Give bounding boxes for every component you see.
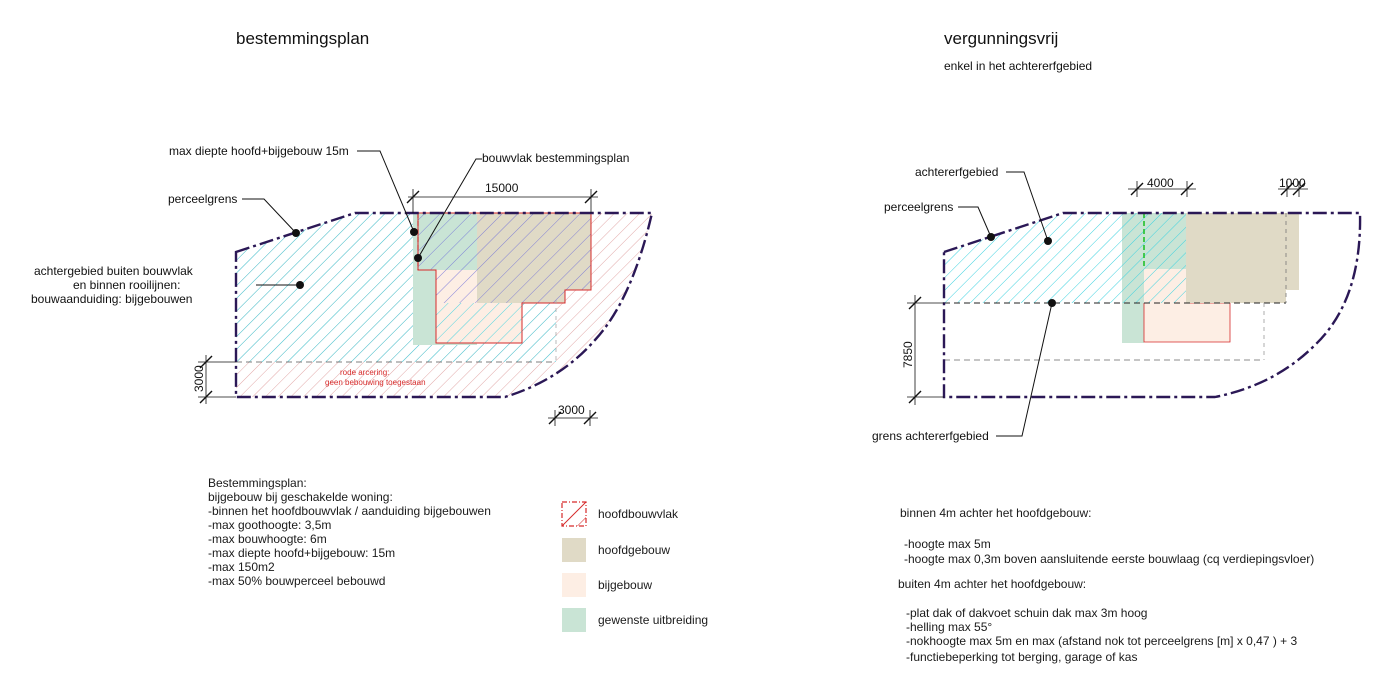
legend-item-bijgebouw: bijgebouw <box>562 573 652 597</box>
dim-4000: 4000 <box>1128 176 1196 197</box>
label-bouwvlak: bouwvlak bestemmingsplan <box>482 151 629 165</box>
rule-line: -max goothoogte: 3,5m <box>208 518 331 532</box>
label-achtergebied-3: bouwaanduiding: bijgebouwen <box>31 292 192 306</box>
dim-15000-label: 15000 <box>485 181 519 195</box>
dim-1000: 1000 <box>1278 176 1308 197</box>
right-rules: binnen 4m achter het hoofdgebouw: -hoogt… <box>898 506 1314 664</box>
rule-line: -max 150m2 <box>208 560 275 574</box>
right-plot <box>942 211 1362 399</box>
right-leaders <box>958 171 1053 437</box>
legend-label: hoofdgebouw <box>598 543 670 557</box>
rule-line: Bestemmingsplan: <box>208 476 307 490</box>
outside-heading: buiten 4m achter het hoofdgebouw: <box>898 577 1086 591</box>
dim-3000-left: 3000 <box>192 355 236 404</box>
rule-line: -max diepte hoofd+bijgebouw: 15m <box>208 546 395 560</box>
rule-line: -hoogte max 5m <box>904 537 991 551</box>
dim-3000-bottom-label: 3000 <box>558 403 585 417</box>
hoofdbouwvlak-outline <box>417 212 592 344</box>
dim-3000-bottom: 3000 <box>548 403 598 426</box>
rule-line: -functiebeperking tot berging, garage of… <box>906 650 1137 664</box>
rule-line: -helling max 55° <box>906 620 992 634</box>
dim-3000-left-label: 3000 <box>192 365 206 392</box>
within-heading: binnen 4m achter het hoofdgebouw: <box>900 506 1091 520</box>
legend-label: gewenste uitbreiding <box>598 613 708 627</box>
label-grens-achtererfgebied: grens achtererfgebied <box>872 429 989 443</box>
right-annex-hatch <box>1144 269 1186 303</box>
annex-cyan-hatch <box>436 303 522 343</box>
rule-line: bijgebouw bij geschakelde woning: <box>208 490 393 504</box>
rule-line: -max 50% bouwperceel bebouwd <box>208 574 385 588</box>
left-leader-dots <box>292 228 422 289</box>
left-plot-boundary <box>234 211 654 399</box>
left-title: bestemmingsplan <box>236 29 369 48</box>
label-perceelgrens-right: perceelgrens <box>884 200 953 214</box>
label-achtergebied-2: en binnen rooilijnen: <box>73 278 180 292</box>
left-rules: Bestemmingsplan: bijgebouw bij geschakel… <box>208 476 491 588</box>
rule-line: -plat dak of dakvoet schuin dak max 3m h… <box>906 606 1147 620</box>
legend-label: hoofdbouwvlak <box>598 507 679 521</box>
dim-4000-label: 4000 <box>1147 176 1174 190</box>
bouwvlak-hatch <box>418 213 591 303</box>
rule-line: -binnen het hoofdbouwvlak / aanduiding b… <box>208 504 491 518</box>
rule-line: -hoogte max 0,3m boven aansluitende eers… <box>904 552 1314 566</box>
label-perceelgrens-left: perceelgrens <box>168 192 237 206</box>
legend-label: bijgebouw <box>598 578 652 592</box>
left-leaders <box>242 150 482 286</box>
legend-item-gewenste-uitbreiding: gewenste uitbreiding <box>562 608 708 632</box>
right-main-building <box>1186 213 1299 303</box>
left-plot <box>234 211 654 399</box>
dim-7850: 7850 <box>901 295 944 405</box>
right-plot-boundary <box>942 211 1362 399</box>
label-max-depth: max diepte hoofd+bijgebouw 15m <box>169 144 349 158</box>
right-title: vergunningsvrij <box>944 29 1058 48</box>
legend-item-hoofdbouwvlak: hoofdbouwvlak <box>561 501 679 527</box>
red-note-line-2: geen bebouwing toegestaan <box>325 378 426 387</box>
legend-item-hoofdgebouw: hoofdgebouw <box>562 538 670 562</box>
label-achtergebied-1: achtergebied buiten bouwvlak <box>34 264 194 278</box>
dim-7850-label: 7850 <box>901 341 915 368</box>
label-achtererfgebied: achtererfgebied <box>915 165 998 179</box>
rule-line: -nokhoogte max 5m en max (afstand nok to… <box>906 634 1298 648</box>
right-leader-dots <box>987 233 1056 307</box>
dim-1000-label: 1000 <box>1279 176 1306 190</box>
rule-line: -max bouwhoogte: 6m <box>208 532 327 546</box>
right-subtitle: enkel in het achtererfgebied <box>944 59 1092 73</box>
red-note-line-1: rode arcering: <box>340 368 389 377</box>
dim-15000: 15000 <box>406 181 598 213</box>
legend: hoofdbouwvlak hoofdgebouw bijgebouw gewe… <box>561 501 708 632</box>
